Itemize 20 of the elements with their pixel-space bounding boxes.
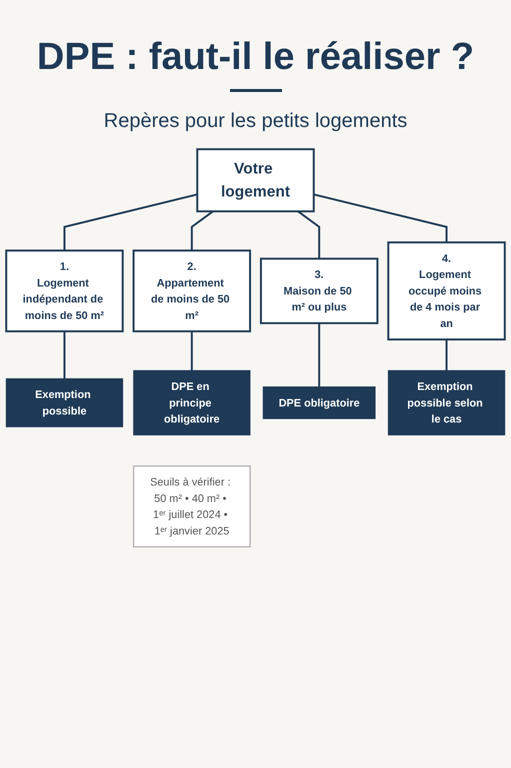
node-box: 1. Logement indépendant de moins de 50 m² [5, 250, 124, 332]
connector [64, 194, 198, 251]
connector [318, 323, 320, 387]
connector [297, 210, 320, 259]
node-box: DPE en principe obligatoire [133, 370, 250, 436]
title: DPE : faut-il le réaliser ? [36, 36, 476, 79]
subtitle: Repères pour les petits logements [102, 110, 408, 133]
connector [64, 331, 66, 379]
connector [190, 210, 214, 251]
node-box: Exemption possible [6, 378, 124, 428]
connector [314, 194, 448, 242]
node-box: 2. Appartement de moins de 50 m² [132, 250, 252, 332]
node-box: Votre logement [196, 148, 315, 212]
node-box: 3. Maison de 50 m² ou plus [260, 258, 378, 324]
connector [190, 331, 193, 371]
connector [446, 339, 448, 371]
node-box: 4. Logement occupé moins de 4 mois par an [387, 241, 506, 340]
node-box: Exemption possible selon le cas [388, 370, 506, 436]
node-box: DPE obligatoire [262, 386, 376, 420]
node-box: Seuils à vérifier : 50 m² • 40 m² • 1ᵉʳ juillet 2024 • 1ᵉʳ janvier 2025 [133, 465, 251, 548]
